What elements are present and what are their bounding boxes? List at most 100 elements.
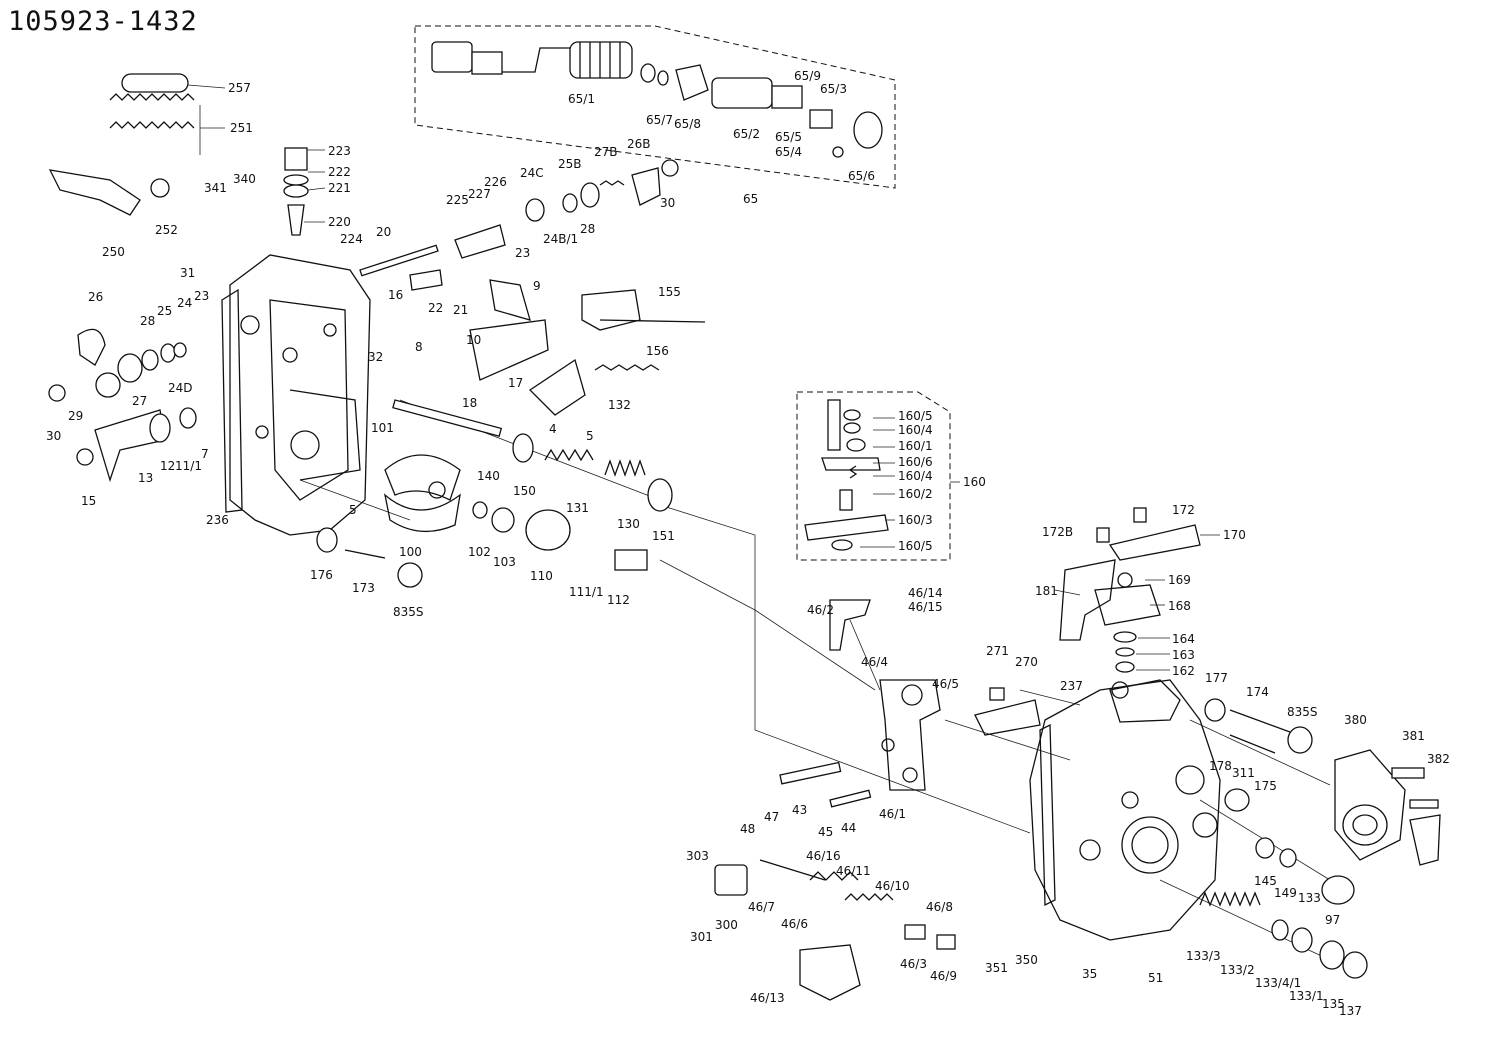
part-label-350: 350 [1015, 953, 1038, 967]
group-160-boundary [796, 391, 951, 561]
part-label-46-5: 46/5 [932, 677, 959, 691]
part-label-137: 137 [1339, 1004, 1362, 1018]
part-label-11-1: 11/1 [175, 459, 202, 473]
part-label-162: 162 [1172, 664, 1195, 678]
part-label-27: 27 [132, 394, 147, 408]
part-label-51: 51 [1148, 971, 1163, 985]
part-label-16: 16 [388, 288, 403, 302]
part-label-135: 135 [1322, 997, 1345, 1011]
part-label-311: 311 [1232, 766, 1255, 780]
part-label-102: 102 [468, 545, 491, 559]
part-label-133-1: 133/1 [1289, 989, 1324, 1003]
part-label-303: 303 [686, 849, 709, 863]
part-label-13: 13 [138, 471, 153, 485]
part-label-20: 20 [376, 225, 391, 239]
part-label-221: 221 [328, 181, 351, 195]
part-label-15: 15 [81, 494, 96, 508]
part-label-65-9: 65/9 [794, 69, 821, 83]
part-label-23: 23 [194, 289, 209, 303]
part-label-65-1: 65/1 [568, 92, 595, 106]
part-label-220: 220 [328, 215, 351, 229]
part-label-149: 149 [1274, 886, 1297, 900]
part-label-46-10: 46/10 [875, 879, 910, 893]
part-label-177: 177 [1205, 671, 1228, 685]
part-label-133: 133 [1298, 891, 1321, 905]
part-label-252: 252 [155, 223, 178, 237]
part-label-46-8: 46/8 [926, 900, 953, 914]
part-label-160-3: 160/3 [898, 513, 933, 527]
part-label-22: 22 [428, 301, 443, 315]
part-label-46-15: 46/15 [908, 600, 943, 614]
part-label-257: 257 [228, 81, 251, 95]
part-label-8: 8 [415, 340, 423, 354]
part-label-65: 65 [743, 192, 758, 206]
pump-housing-right [1029, 679, 1221, 941]
part-label-4: 4 [549, 422, 557, 436]
mid-upper-levers [409, 159, 706, 416]
part-label-222: 222 [328, 165, 351, 179]
part-label-28: 28 [580, 222, 595, 236]
part-label-17: 17 [508, 376, 523, 390]
part-label-131: 131 [566, 501, 589, 515]
part-label-380: 380 [1344, 713, 1367, 727]
part-label-18: 18 [462, 396, 477, 410]
part-label-176: 176 [310, 568, 333, 582]
part-label-46-2: 46/2 [807, 603, 834, 617]
part-label-223: 223 [328, 144, 351, 158]
part-label-21: 21 [453, 303, 468, 317]
part-label-140: 140 [477, 469, 500, 483]
part-label-168: 168 [1168, 599, 1191, 613]
part-label-835s: 835S [1287, 705, 1318, 719]
part-label-160-4: 160/4 [898, 469, 933, 483]
part-label-341: 341 [204, 181, 227, 195]
part-label-46-9: 46/9 [930, 969, 957, 983]
part-label-382: 382 [1427, 752, 1450, 766]
part-label-175: 175 [1254, 779, 1277, 793]
part-label-23: 23 [515, 246, 530, 260]
part-label-160-6: 160/6 [898, 455, 933, 469]
group-65-boundary [414, 25, 896, 189]
part-label-12: 12 [160, 459, 175, 473]
part-label-300: 300 [715, 918, 738, 932]
part-label-172: 172 [1172, 503, 1195, 517]
part-label-174: 174 [1246, 685, 1269, 699]
part-label-224: 224 [340, 232, 363, 246]
part-label-29: 29 [68, 409, 83, 423]
part-label-351: 351 [985, 961, 1008, 975]
part-label-65-2: 65/2 [733, 127, 760, 141]
part-label-46-7: 46/7 [748, 900, 775, 914]
leader-lines [187, 84, 1220, 671]
part-label-160-4: 160/4 [898, 423, 933, 437]
part-label-181: 181 [1035, 584, 1058, 598]
part-label-160-5: 160/5 [898, 409, 933, 423]
part-label-160-2: 160/2 [898, 487, 933, 501]
part-label-32: 32 [368, 350, 383, 364]
part-label-25: 25 [157, 304, 172, 318]
part-label-100: 100 [399, 545, 422, 559]
part-label-132: 132 [608, 398, 631, 412]
part-label-145: 145 [1254, 874, 1277, 888]
part-label-9: 9 [533, 279, 541, 293]
part-label-271: 271 [986, 644, 1009, 658]
connector-lines [299, 399, 1331, 961]
part-label-30: 30 [46, 429, 61, 443]
part-label-65-4: 65/4 [775, 145, 802, 159]
part-label-160-1: 160/1 [898, 439, 933, 453]
part-label-150: 150 [513, 484, 536, 498]
part-label-155: 155 [658, 285, 681, 299]
part-label-24b-1: 24B/1 [543, 232, 578, 246]
part-label-133-2: 133/2 [1220, 963, 1255, 977]
part-label-301: 301 [690, 930, 713, 944]
part-label-381: 381 [1402, 729, 1425, 743]
part-label-169: 169 [1168, 573, 1191, 587]
part-label-164: 164 [1172, 632, 1195, 646]
part-label-65-8: 65/8 [674, 117, 701, 131]
part-label-226: 226 [484, 175, 507, 189]
document-title: 105923-1432 [8, 6, 198, 37]
part-label-251: 251 [230, 121, 253, 135]
part-label-46-16: 46/16 [806, 849, 841, 863]
part-label-163: 163 [1172, 648, 1195, 662]
part-label-160-5: 160/5 [898, 539, 933, 553]
part-label-46-1: 46/1 [879, 807, 906, 821]
